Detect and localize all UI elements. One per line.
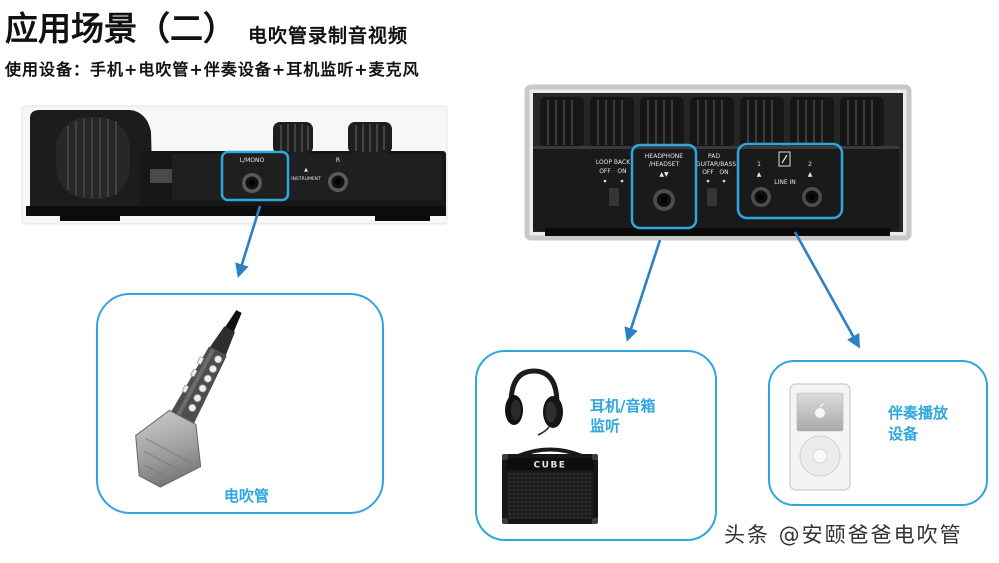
loop-back-off: OFF [599, 168, 611, 175]
slide-title: 应用场景（二） [5, 9, 236, 48]
l-mono-highlight [220, 150, 290, 202]
input-1-arrow: ▲ [757, 171, 762, 178]
headset-label: /HEADSET [649, 161, 680, 168]
r-label: R [336, 157, 340, 164]
gain-knob-2 [348, 122, 392, 154]
line-in-jack-2 [802, 187, 822, 207]
arrow-to-wind-instrument [235, 205, 262, 278]
backing-label-line1: 伴奏播放 [888, 404, 949, 422]
pad-switch [707, 188, 717, 206]
wind-instrument-label: 电吹管 [224, 487, 270, 505]
audio-interface-left-view: L/MONO ▲ INSTRUMENT R [21, 105, 448, 225]
loop-back-switch [609, 188, 619, 206]
backing-device-box [768, 360, 988, 506]
gain-knob-1 [273, 122, 313, 154]
audio-interface-right-view: LOOP BACK OFF ON HEADPHONE /HEADSET ▲▼ P… [524, 84, 912, 241]
loop-back-label: LOOP BACK [596, 159, 631, 166]
wind-instrument-box [96, 293, 384, 514]
monitoring-label-line1: 耳机/音箱 [590, 397, 656, 415]
line-in-highlight [736, 142, 844, 220]
equipment-list: 使用设备：手机+电吹管+伴奏设备+耳机监听+麦克风 [5, 60, 420, 79]
input-2-label: 2 [808, 161, 812, 168]
watermark: 头条 @安颐爸爸电吹管 [724, 523, 963, 547]
input-jack-l-mono [242, 173, 262, 193]
headphone-label: HEADPHONE [645, 153, 683, 160]
headphone-jack [653, 189, 675, 211]
line-in-jack-1 [751, 187, 771, 207]
loop-back-on: ON [617, 168, 626, 175]
guitar-bass-label: GUITAR/BASS [696, 161, 736, 168]
headphone-arrows: ▲▼ [659, 171, 669, 178]
pad-on: ON [719, 169, 728, 176]
arrow-to-monitoring [624, 239, 662, 342]
headphone-highlight [630, 143, 698, 230]
input-jack-r [328, 172, 348, 192]
volume-dial [56, 117, 130, 199]
pad-label: PAD [708, 153, 720, 160]
input-1-label: 1 [757, 161, 761, 168]
backing-label-line2: 设备 [888, 425, 919, 443]
input-2-arrow: ▲ [808, 171, 813, 178]
instrument-label: INSTRUMENT [291, 176, 321, 182]
monitoring-box [475, 350, 717, 541]
instrument-arrow: ▲ [304, 167, 308, 173]
l-mono-label: L/MONO [240, 157, 265, 164]
pad-off: OFF [702, 169, 714, 176]
arrow-to-backing-device [793, 231, 860, 349]
top-knobs-row [540, 97, 884, 147]
line-in-label: LINE IN [774, 179, 796, 186]
instrument-symbol-icon [778, 151, 791, 167]
slide-subtitle: 电吹管录制音视频 [248, 25, 409, 47]
monitoring-label-line2: 监听 [590, 417, 621, 435]
